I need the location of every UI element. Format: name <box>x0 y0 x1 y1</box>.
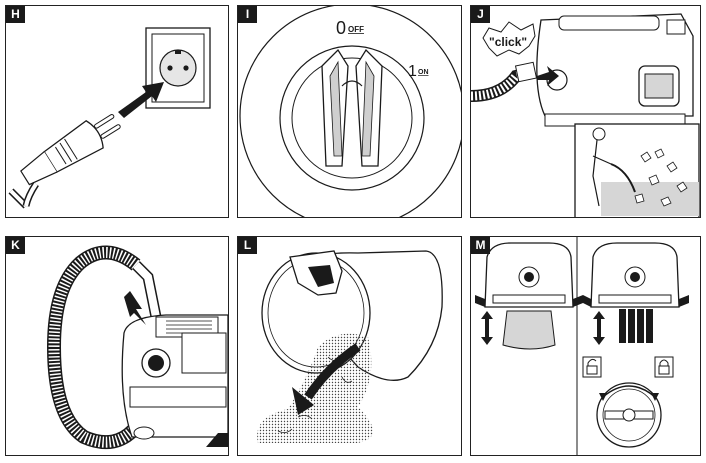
dial-off-number: 0 <box>336 18 346 38</box>
panel-k-label: K <box>6 237 25 254</box>
panel-j-label: J <box>471 6 490 23</box>
hose-attach-illustration: "click" <box>471 13 700 217</box>
panel-l-label: L <box>238 237 257 254</box>
panel-h-label: H <box>6 6 25 23</box>
click-text: "click" <box>489 35 527 49</box>
panel-h: H <box>5 5 229 218</box>
power-dial-illustration: 0 OFF 1 ON <box>239 6 461 217</box>
dial-off-text: OFF <box>348 25 364 34</box>
panel-m-label: M <box>471 237 490 254</box>
filter-install-illustration <box>475 237 689 455</box>
dial-on-number: 1 <box>408 63 417 80</box>
panel-k: K <box>5 236 229 456</box>
panel-i: I 0 OFF 1 ON <box>237 5 462 218</box>
dial-on-text: ON <box>418 69 429 76</box>
empty-container-illustration <box>257 250 443 443</box>
panel-l: L <box>237 236 462 456</box>
plug-socket-illustration <box>8 27 211 209</box>
hose-connection-illustration <box>46 245 228 450</box>
panel-i-label: I <box>238 6 257 23</box>
panel-j: J "click" <box>470 5 701 218</box>
panel-m: M <box>470 236 701 456</box>
